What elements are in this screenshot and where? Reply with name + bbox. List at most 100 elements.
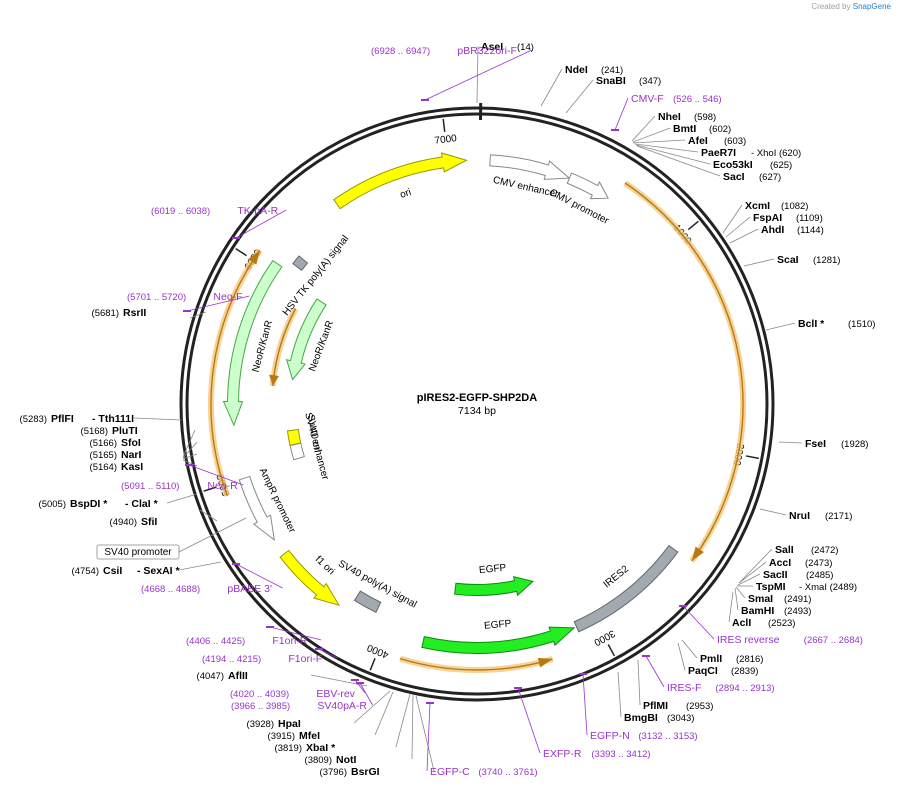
site-name: HpaI	[278, 718, 301, 730]
site-position: (2485)	[806, 570, 833, 581]
primer-position: (3966 .. 3985)	[231, 701, 290, 712]
orf-arrowhead	[537, 657, 553, 668]
primer-leader	[188, 464, 244, 486]
site-leader	[540, 68, 563, 107]
feature-arrow	[566, 172, 609, 200]
site-label: (5681)RsrII	[92, 307, 207, 319]
site-leader	[722, 204, 743, 234]
sv40-promoter-label: SV40 promoter	[104, 547, 172, 558]
site-label: (5005)BspDI *- ClaI *	[39, 493, 198, 510]
site-name: TspMI	[756, 581, 786, 593]
feature-arrow	[279, 549, 340, 606]
site-label: (5166)SfoI	[90, 437, 198, 459]
backbone-outer-ring	[179, 106, 775, 702]
site-leader	[737, 573, 761, 586]
orf-arrowhead	[691, 546, 704, 561]
site-label: SnaBI(347)	[565, 75, 661, 114]
backbone-tick	[442, 118, 446, 132]
feature-arrow	[222, 259, 283, 427]
primer-position: (3393 .. 3412)	[591, 749, 650, 760]
feature-label: EGFP	[479, 563, 507, 577]
site-position: (5681)	[92, 308, 119, 319]
site-position: (5283)	[20, 414, 47, 425]
site-position: (1109)	[796, 213, 823, 224]
site-position: (2473)	[805, 558, 832, 569]
primer-name: EBV-rev	[316, 688, 355, 700]
site-name: PaqCI	[688, 665, 718, 677]
site-name: KasI	[121, 461, 143, 473]
site-position: (3809)	[305, 755, 332, 766]
site-label: (5168)PluTI	[81, 425, 196, 458]
site-position: (2493)	[784, 606, 811, 617]
primer-leader	[269, 626, 322, 641]
snapgene-credit: Created by SnapGene	[811, 2, 891, 11]
feature-arrow	[573, 544, 679, 633]
feature-arrow	[421, 626, 576, 654]
feature-arrow	[333, 152, 468, 210]
primer-leader	[582, 673, 588, 736]
site-position: (5166)	[90, 438, 117, 449]
site-name: PflMI	[643, 700, 668, 712]
site-name: FspAI	[753, 212, 782, 224]
site-name: SacII	[763, 569, 788, 581]
primer-leader	[354, 679, 366, 694]
primer-label: (6928 .. 6947)pBR322ori-F	[371, 45, 532, 101]
site-label: PaeR7I- XhoI (620)	[634, 143, 801, 159]
site-label: BmtI(602)	[632, 123, 731, 143]
site-position: (625)	[770, 160, 792, 171]
site-position: (627)	[759, 172, 781, 183]
site-leader	[743, 258, 775, 267]
primer-leader	[682, 605, 715, 640]
site-name: Eco53kI	[713, 159, 753, 171]
primer-label: (3393 .. 3412) EXFP-R	[514, 687, 651, 760]
primer-position: (526 .. 546)	[673, 94, 722, 105]
site-position: (14)	[517, 42, 534, 53]
site-label: (5164)KasI	[90, 459, 198, 473]
primer-name: TK-pA-R	[237, 205, 278, 217]
site-position: (4754)	[72, 566, 99, 577]
restriction-sites: AseI(14)NdeI(241)SnaBI(347)NheI(598)BmtI…	[20, 41, 876, 778]
feature-arrow	[353, 590, 382, 613]
sv40-promoter-callout: SV40 promoter	[96, 517, 247, 560]
primer-position: (4668 .. 4688)	[141, 584, 200, 595]
site-position: (2953)	[686, 701, 713, 712]
primer-leader	[426, 702, 431, 772]
site-position: (241)	[601, 65, 623, 76]
primer-name: EXFP-R	[543, 748, 582, 760]
site-label: AclI (2523)	[728, 591, 795, 629]
site-label: PflMI (2953)	[637, 659, 713, 712]
primer-name: Neo-R	[207, 480, 238, 492]
site-position: (3819)	[275, 743, 302, 754]
site-position: (2523)	[768, 618, 795, 629]
site-label: BmgBI(3043)	[617, 671, 694, 724]
site-position: (4940)	[110, 517, 137, 528]
site-label: (4940)SfiI	[110, 509, 218, 528]
primer-label: (3966 .. 3985)SV40pA-R	[231, 682, 373, 712]
site-position: (5165)	[90, 450, 117, 461]
site-name: AfeI	[688, 135, 708, 147]
site-leader	[182, 441, 198, 459]
site-leader	[617, 671, 622, 718]
site-leader	[133, 417, 183, 421]
primer-name: pBABE 3'	[227, 583, 272, 595]
site-leader	[635, 144, 711, 165]
site-label: NruI(2171)	[759, 508, 852, 522]
site-name: XbaI *	[306, 742, 336, 754]
site-position: (598)	[694, 112, 716, 123]
site-leader	[415, 695, 435, 772]
primer-position: (4406 .. 4425)	[186, 636, 245, 647]
primer-leader	[614, 97, 629, 131]
site-label: TspMI- XmaI (2489)	[737, 581, 857, 593]
site-leader	[725, 216, 751, 238]
site-name: SalI	[775, 544, 794, 556]
primer-position: (4194 .. 4215)	[202, 654, 261, 665]
orf-arc	[210, 249, 261, 497]
site-position: (347)	[639, 76, 661, 87]
site-label: (4754)CsiI- SexAI *	[72, 561, 222, 577]
feature-arrow	[292, 255, 309, 272]
site-label: (3928)HpaI	[247, 690, 391, 730]
site-name: AclI	[732, 617, 751, 629]
site-leader	[182, 429, 196, 458]
orf-arc	[399, 657, 553, 671]
site-label: NheI(598)	[631, 111, 716, 142]
